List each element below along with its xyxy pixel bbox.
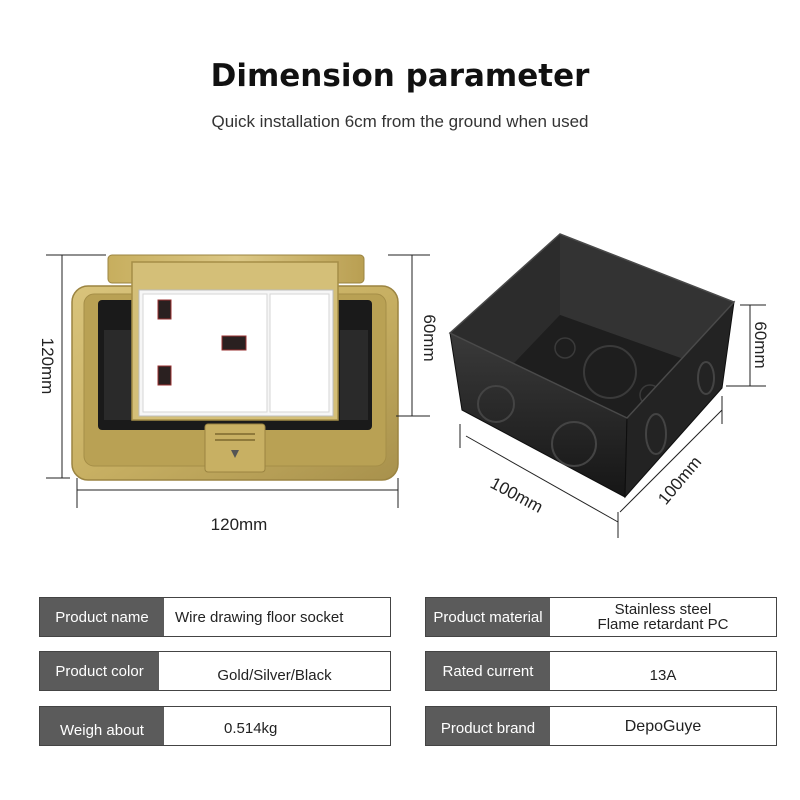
spec-value: Stainless steel Flame retardant PC	[550, 598, 776, 636]
spec-label: Product material	[426, 598, 550, 636]
spec-value: Wire drawing floor socket	[164, 598, 390, 636]
spec-row-product-brand: Product brand DepoGuye	[425, 706, 777, 746]
socket-dimension-lines	[46, 254, 430, 508]
spec-value-text: Wire drawing floor socket	[175, 608, 344, 626]
junction-box-image	[448, 233, 736, 499]
spec-value-text: 0.514kg	[224, 719, 278, 737]
spec-value-text: 13A	[649, 666, 677, 684]
box-depth-label: 60mm	[751, 321, 770, 368]
socket-depth-label: 60mm	[420, 314, 439, 361]
box-length-left-label: 100mm	[487, 473, 546, 516]
box-dimension-lines	[459, 304, 766, 538]
spec-value-line1: Stainless steel	[614, 601, 712, 618]
floor-socket-image	[71, 254, 399, 481]
spec-value: Gold/Silver/Black	[159, 652, 390, 690]
socket-height-label: 120mm	[38, 338, 57, 395]
spec-row-weigh-about: Weigh about 0.514kg	[39, 706, 391, 746]
spec-label: Product brand	[426, 707, 550, 745]
spec-value: DepoGuye	[550, 707, 776, 745]
spec-label: Product color	[40, 652, 159, 690]
spec-value-text: Gold/Silver/Black	[217, 666, 332, 684]
spec-row-product-color: Product color Gold/Silver/Black	[39, 651, 391, 691]
product-figure: 120mm 120mm 60mm 60mm 100mm 100mm	[38, 233, 770, 538]
spec-label: Product name	[40, 598, 164, 636]
spec-row-product-material: Product material Stainless steel Flame r…	[425, 597, 777, 637]
spec-label: Weigh about	[40, 707, 164, 745]
socket-width-label: 120mm	[211, 515, 268, 534]
spec-value-line2: Flame retardant PC	[597, 616, 729, 633]
spec-value: 0.514kg	[164, 707, 390, 745]
spec-row-rated-current: Rated current 13A	[425, 651, 777, 691]
spec-value-text: DepoGuye	[624, 717, 702, 735]
spec-label: Rated current	[426, 652, 550, 690]
page-title: Dimension parameter	[210, 58, 590, 94]
spec-row-product-name: Product name Wire drawing floor socket	[39, 597, 391, 637]
spec-value: 13A	[550, 652, 776, 690]
page-subtitle: Quick installation 6cm from the ground w…	[211, 112, 589, 131]
box-length-right-label: 100mm	[654, 453, 705, 509]
